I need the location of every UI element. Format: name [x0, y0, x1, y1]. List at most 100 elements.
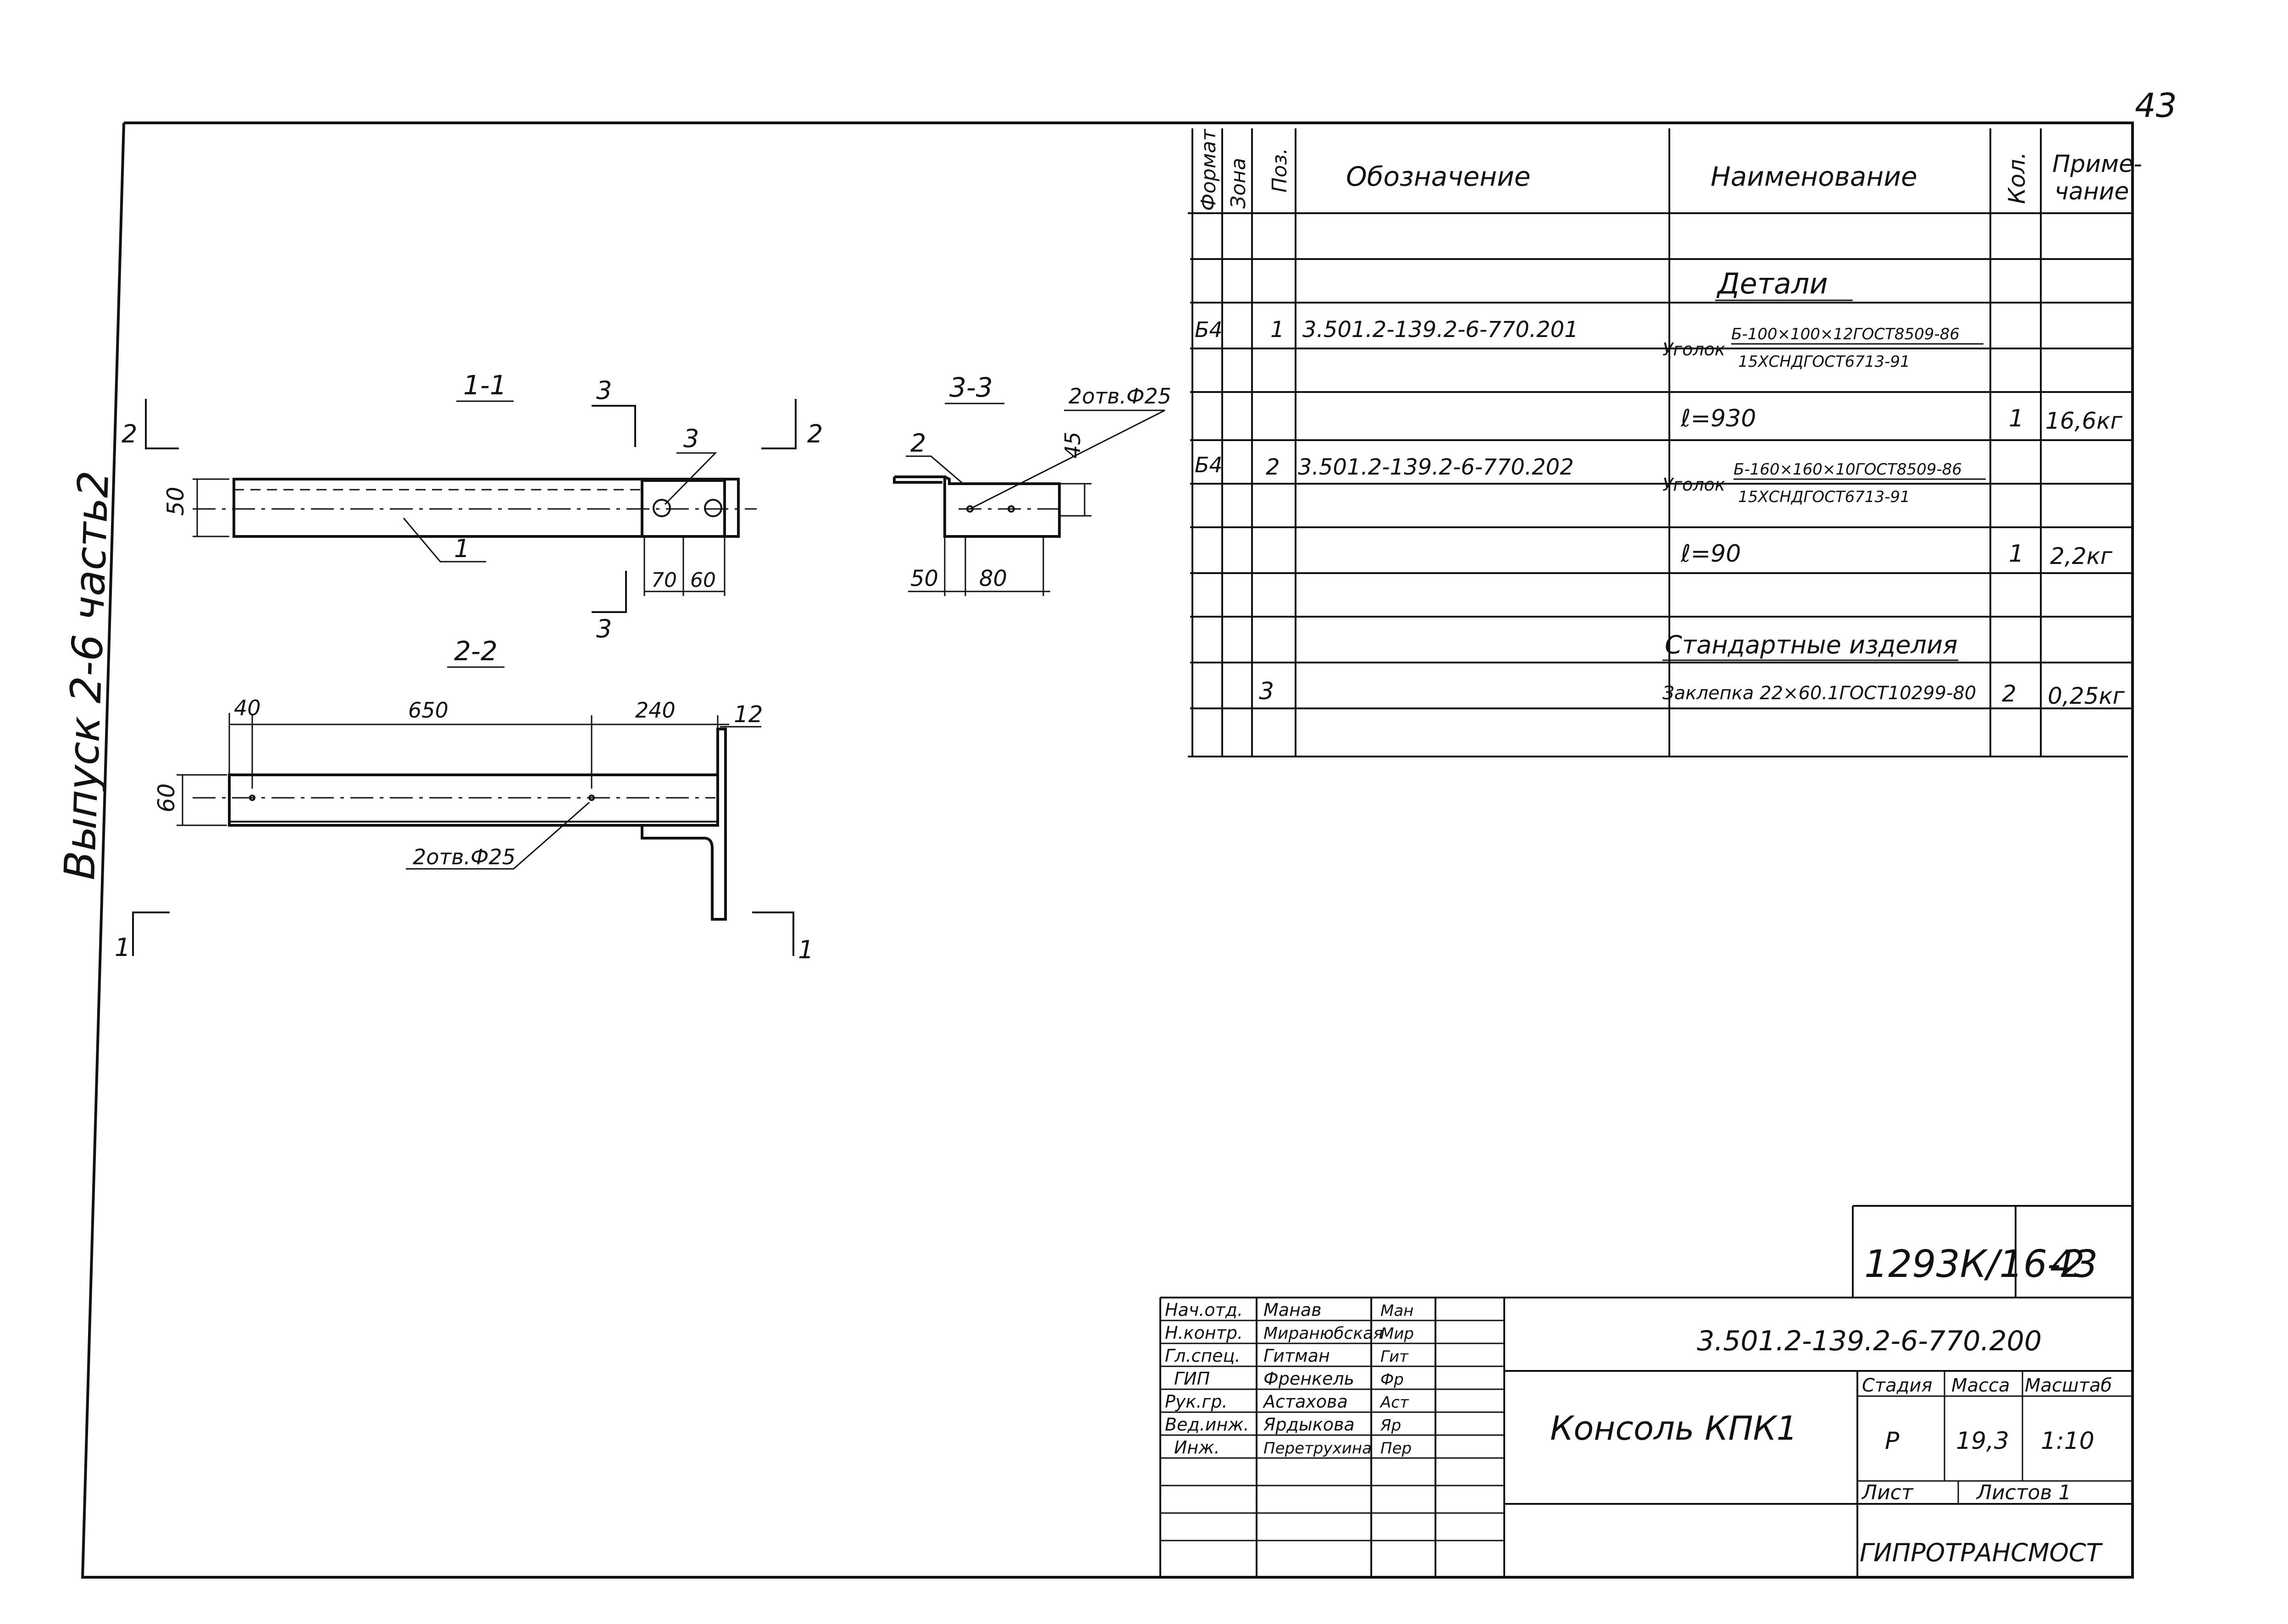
cut2-right-label: 2	[807, 420, 823, 448]
cut1-left-label: 1	[115, 933, 130, 962]
item2-length: ℓ=90	[1680, 540, 1741, 568]
header-pos: Поз.	[1268, 148, 1291, 193]
item2-name-prefix: Уголок	[1662, 475, 1725, 495]
scale-value: 1:10	[2041, 1427, 2094, 1455]
item1-frac-bottom: 15ХСНДГОСТ6713-91	[1738, 353, 1910, 371]
section-1-1: 1-1 2 2 3 3 3 1 50 70 60	[122, 370, 823, 643]
item1-frac-top: Б-100×100×12ГОСТ8509-86	[1731, 325, 1960, 343]
holes-label-33: 2отв.Ф25	[1069, 384, 1171, 409]
item3-note: 0,25кг	[2048, 683, 2125, 709]
product-name: Консоль КПК1	[1550, 1409, 1797, 1447]
item2-frac-bottom: 15ХСНДГОСТ6713-91	[1738, 488, 1910, 506]
holes-label-22: 2отв.Ф25	[413, 845, 515, 869]
item1-qty: 1	[2009, 405, 2024, 432]
mass-value: 19,3	[1956, 1427, 2009, 1455]
header-designation: Обозначение	[1346, 161, 1530, 192]
dim-50: 50	[910, 566, 938, 591]
scale-label: Масштаб	[2025, 1375, 2112, 1396]
section-1-1-title: 1-1	[463, 370, 507, 401]
staff-role-4: ГИП	[1174, 1369, 1210, 1389]
staff-name-1: Манав	[1263, 1300, 1322, 1320]
staff-sign-3: Гит	[1380, 1348, 1409, 1366]
dim-240: 240	[635, 698, 676, 723]
stage-value: Р	[1885, 1427, 1900, 1455]
drawing-frame	[81, 122, 2134, 1579]
section-3-3-profile	[893, 475, 1061, 538]
section-3-3-title: 3-3	[949, 372, 993, 403]
item1-pos: 1	[1270, 317, 1285, 342]
dim-12: 12	[734, 701, 763, 728]
angle-2-profile	[641, 728, 727, 921]
dim-height-22: 60	[153, 783, 180, 812]
cut2-left-label: 2	[122, 420, 137, 448]
staff-name-6: Ярдыкова	[1263, 1414, 1355, 1435]
mass-label: Масса	[1951, 1375, 2010, 1396]
dim-45: 45	[1060, 431, 1085, 458]
staff-sign-6: Яр	[1380, 1416, 1401, 1435]
hole-1	[653, 499, 671, 517]
header-zone: Зона	[1227, 158, 1250, 209]
item1-format: Б4	[1195, 317, 1223, 342]
staff-role-1: Нач.отд.	[1165, 1300, 1243, 1320]
staff-name-5: Астахова	[1262, 1392, 1348, 1412]
staff-sign-4: Фр	[1380, 1370, 1404, 1389]
header-note-2: чание	[2055, 178, 2129, 205]
item1-length: ℓ=930	[1680, 405, 1756, 432]
sheet-label: Лист	[1861, 1481, 1914, 1504]
dim-650: 650	[408, 698, 449, 723]
pos3-label: 3	[683, 424, 699, 453]
staff-role-6: Вед.инж.	[1165, 1414, 1249, 1435]
staff-name-7: Перетрухина	[1263, 1439, 1372, 1458]
header-name: Наименование	[1711, 161, 1917, 192]
specification-table: Формат Зона Поз. Обозначение Наименовани…	[1188, 128, 2142, 757]
dim-70: 70	[651, 569, 677, 592]
item1-designation: 3.501.2-139.2-6-770.201	[1302, 317, 1579, 342]
page-number: 43	[2135, 86, 2177, 125]
item3-pos: 3	[1259, 678, 1274, 705]
pos2-label: 2	[910, 429, 926, 458]
sheets-label: Листов 1	[1976, 1481, 2071, 1504]
item2-designation: 3.501.2-139.2-6-770.202	[1298, 454, 1574, 480]
dim-80: 80	[979, 566, 1007, 591]
angle-1-elevation	[233, 478, 740, 538]
header-note-1: Приме-	[2052, 150, 2142, 178]
staff-sign-5: Аст	[1379, 1393, 1409, 1412]
staff-name-4: Френкель	[1263, 1369, 1354, 1389]
item2-note: 2,2кг	[2050, 543, 2113, 569]
staff-name-3: Гитман	[1263, 1346, 1330, 1366]
staff-sign-7: Пер	[1380, 1439, 1412, 1458]
hole-2	[704, 499, 722, 517]
cut3-top-label: 3	[596, 376, 612, 405]
section-standard: Стандартные изделия	[1665, 630, 1958, 659]
staff-role-3: Гл.спец.	[1165, 1346, 1241, 1366]
staff-role-7: Инж.	[1174, 1437, 1220, 1458]
dim-60: 60	[690, 569, 716, 592]
header-format: Формат	[1197, 128, 1220, 211]
cut3-bottom-label: 3	[596, 614, 612, 643]
section-details: Детали	[1716, 267, 1828, 300]
item1-note: 16,6кг	[2045, 408, 2123, 434]
staff-role-2: Н.контр.	[1165, 1323, 1243, 1343]
dim-height-11: 50	[162, 486, 189, 516]
item2-frac-top: Б-160×160×10ГОСТ8509-86	[1734, 460, 1962, 479]
section-2-2-title: 2-2	[454, 635, 498, 667]
item2-qty: 1	[2009, 540, 2024, 568]
staff-sign-2: Мир	[1380, 1325, 1414, 1343]
staff-sign-1: Ман	[1380, 1302, 1413, 1320]
item3-name: Заклепка 22×60.1ГОСТ10299-80	[1662, 683, 1976, 704]
section-3-3: 3-3 2отв.Ф25 2 45 50 80	[893, 372, 1171, 596]
item2-pos: 2	[1266, 454, 1280, 480]
staff-name-2: Миранюбская	[1263, 1324, 1383, 1343]
item3-qty: 2	[2002, 680, 2017, 707]
item1-name-prefix: Уголок	[1662, 339, 1725, 359]
stage-label: Стадия	[1862, 1375, 1932, 1396]
pos1-label: 1	[454, 534, 470, 563]
header-qty: Кол.	[2004, 152, 2030, 204]
cut1-right-label: 1	[798, 935, 814, 964]
project-code: 1293К/16-2	[1864, 1243, 2085, 1286]
title-block: 1293К/16-2 43 3.501.2-139.2-6-770.200 Ко…	[1159, 1205, 2133, 1577]
dim-40: 40	[234, 696, 261, 720]
staff-role-5: Рук.гр.	[1165, 1392, 1228, 1412]
side-title: Выпуск 2-6 часть2	[55, 470, 118, 881]
